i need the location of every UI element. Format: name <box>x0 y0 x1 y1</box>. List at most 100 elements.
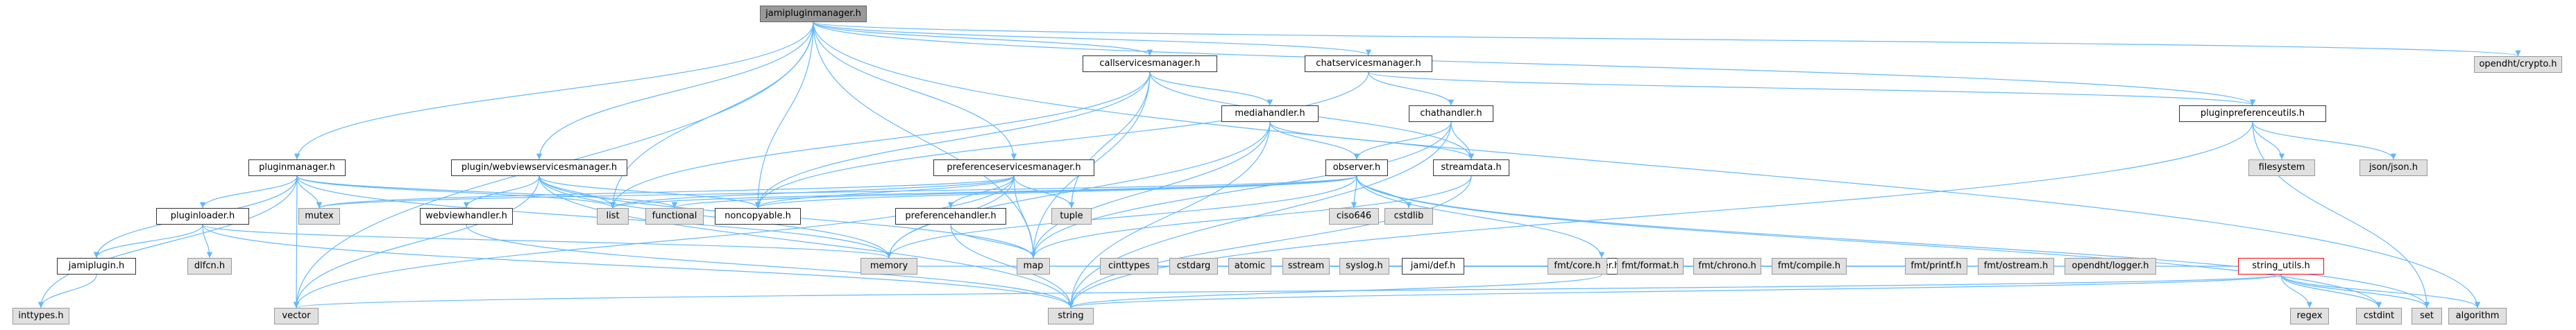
node-sd[interactable]: streamdata.h <box>1433 159 1509 176</box>
edge-wvsm-to-memory <box>539 175 892 259</box>
node-root[interactable]: jamipluginmanager.h <box>760 6 867 22</box>
node-csm[interactable]: callservicesmanager.h <box>1083 55 1217 72</box>
edge-csm-to-noncopyable <box>754 71 1151 209</box>
edge-obs-to-set <box>1356 175 2430 309</box>
edge-root-to-psm <box>813 21 1017 160</box>
edge-obs-to-list <box>610 175 1357 209</box>
node-ch[interactable]: chathandler.h <box>1409 105 1493 122</box>
edge-su-to-cstdint <box>2280 274 2382 309</box>
edge-pm-to-list <box>296 175 616 209</box>
edge-root-to-noncopyable <box>754 21 814 209</box>
edge-mh-to-sd <box>1269 121 1475 160</box>
node-memory: memory <box>861 258 917 275</box>
node-tuple: tuple <box>1051 208 1092 225</box>
edge-su-to-vector <box>294 274 2282 309</box>
node-obs[interactable]: observer.h <box>1325 159 1388 176</box>
node-string: string <box>1048 308 1094 324</box>
node-cstdlib: cstdlib <box>1384 208 1433 225</box>
edge-ppu-to-json <box>2252 121 2397 160</box>
edge-csm-to-list <box>609 71 1151 209</box>
edge-wvsm-to-string <box>539 175 1074 309</box>
node-regex: regex <box>2290 308 2329 324</box>
node-pm[interactable]: pluginmanager.h <box>248 159 346 176</box>
node-cinttypes: cinttypes <box>1100 258 1158 275</box>
edge-ch-to-sd <box>1450 121 1475 160</box>
node-filesystem: filesystem <box>2248 159 2315 176</box>
edge-ch-to-map <box>1030 121 1452 259</box>
node-dlfcn: dlfcn.h <box>187 258 232 275</box>
edge-mh-to-string <box>1067 121 1271 309</box>
node-algorithm: algorithm <box>2448 308 2507 324</box>
edge-root-to-pm <box>294 21 814 160</box>
node-su[interactable]: string_utils.h <box>2238 258 2324 275</box>
node-ppu[interactable]: pluginpreferenceutils.h <box>2179 105 2326 122</box>
node-psm[interactable]: preferenceservicesmanager.h <box>933 159 1094 176</box>
edge-pl-to-memory <box>202 224 892 259</box>
node-jamidef[interactable]: jami/def.h <box>1402 258 1464 275</box>
node-vector: vector <box>274 308 319 324</box>
node-list: list <box>597 208 629 225</box>
node-fmtcore: fmt/core.h <box>1548 258 1607 275</box>
edge-root-to-algorithm <box>813 21 2481 309</box>
edge-obs-to-logger <box>1356 175 1605 259</box>
edge-chsm-to-ch <box>1368 71 1455 106</box>
node-mh[interactable]: mediahandler.h <box>1221 105 1319 122</box>
node-syslog: syslog.h <box>1339 258 1389 275</box>
edge-csm-to-mh <box>1149 71 1273 106</box>
edge-mh-to-obs <box>1269 121 1360 160</box>
node-mutex: mutex <box>298 208 340 225</box>
edge-su-to-set <box>2280 274 2430 309</box>
edge-wvsm-to-noncopyable <box>539 175 761 209</box>
node-sstream: sstream <box>1282 258 1330 275</box>
edge-mh-to-map <box>1030 121 1271 259</box>
node-wvh[interactable]: webviewhandler.h <box>420 208 513 225</box>
edge-root-to-wvsm <box>536 21 814 160</box>
node-wvsm[interactable]: plugin/webviewservicesmanager.h <box>451 159 627 176</box>
edge-obs-to-memory <box>886 175 1357 259</box>
edge-wvsm-to-vector <box>293 175 540 309</box>
edge-wvsm-to-wvh <box>463 175 540 209</box>
node-crypto: opendht/crypto.h <box>2474 56 2562 73</box>
node-fmtcompile: fmt/compile.h <box>1772 258 1847 275</box>
edge-ppu-to-filesystem <box>2252 121 2285 160</box>
edge-root-to-ppu <box>813 21 2255 106</box>
edge-obs-to-mutex <box>316 175 1357 209</box>
edge-csm-to-tuple <box>1068 71 1151 209</box>
node-set: set <box>2412 308 2442 324</box>
edge-ppu-to-set <box>2252 121 2430 309</box>
edge-root-to-crypto <box>813 21 2520 57</box>
edge-sd-to-map <box>1030 175 1472 259</box>
node-atomic: atomic <box>1228 258 1271 275</box>
edge-obs-to-cstdint <box>1356 175 2382 309</box>
node-pl[interactable]: pluginloader.h <box>156 208 249 225</box>
edge-wvh-to-string <box>466 224 1074 309</box>
edge-chsm-to-ppu <box>1368 71 2255 106</box>
node-chsm[interactable]: chatservicesmanager.h <box>1305 55 1432 72</box>
edge-pl-to-string <box>202 224 1074 309</box>
edge-su-to-string <box>1068 274 2282 309</box>
edge-pm-to-vector <box>293 175 300 309</box>
edge-ch-to-string <box>1067 121 1452 309</box>
node-jp[interactable]: jamiplugin.h <box>57 258 136 275</box>
edge-psm-to-vector <box>293 175 1015 309</box>
node-fmtchrono: fmt/chrono.h <box>1693 258 1761 275</box>
node-inttypes: inttypes.h <box>12 308 69 324</box>
edge-su-to-algorithm <box>2280 274 2481 309</box>
node-odlogger: opendht/logger.h <box>2065 258 2156 275</box>
node-fmtostream: fmt/ostream.h <box>1978 258 2054 275</box>
node-map: map <box>1017 258 1050 275</box>
edge-sd-to-string <box>1067 175 1472 309</box>
edge-pl-to-jp <box>93 224 203 259</box>
node-iso: ciso646 <box>1329 208 1379 225</box>
edge-chsm-to-noncopyable <box>754 71 1369 209</box>
node-fmtprintf: fmt/printf.h <box>1905 258 1967 275</box>
edge-pl-to-dlfcn <box>202 224 213 259</box>
node-noncopyable[interactable]: noncopyable.h <box>715 208 801 225</box>
edge-root-to-csm <box>813 21 1153 56</box>
node-functional: functional <box>645 208 704 225</box>
node-ph[interactable]: preferencehandler.h <box>895 208 1006 225</box>
edge-psm-to-mutex <box>316 175 1015 209</box>
edge-obs-to-iso <box>1350 175 1357 209</box>
edge-pm-to-memory <box>296 175 892 259</box>
